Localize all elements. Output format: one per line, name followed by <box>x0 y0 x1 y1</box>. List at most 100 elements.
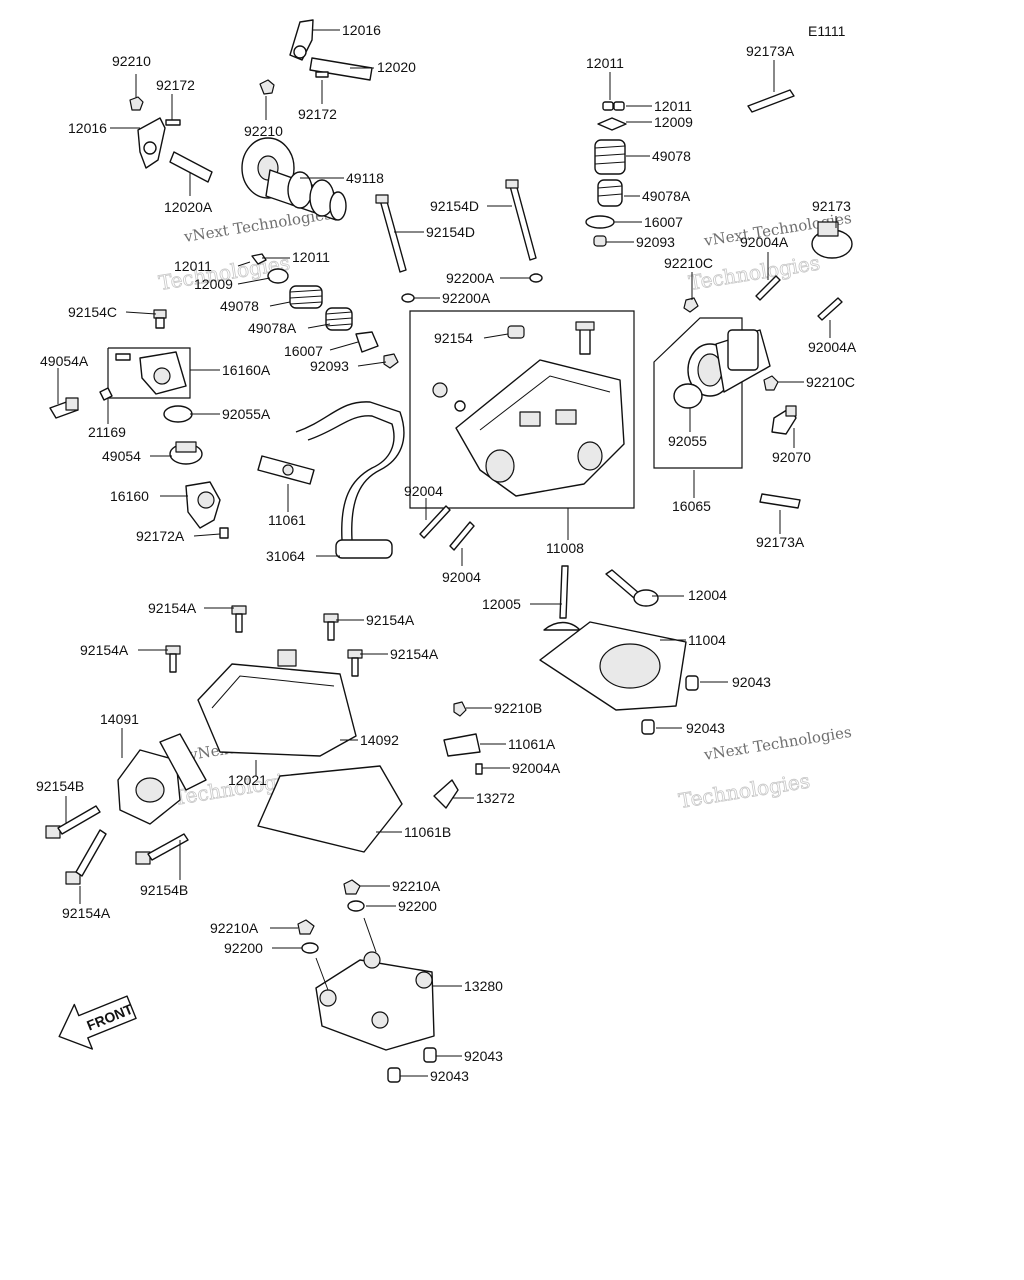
part-label: 12009 <box>194 276 233 292</box>
pin-92172-left <box>165 119 181 126</box>
part-label: 92154C <box>68 304 117 320</box>
part-label: 92200A <box>442 290 491 306</box>
part-label: 14091 <box>100 711 139 727</box>
nut-92210A-b <box>297 919 315 935</box>
spring-49078A-left <box>325 307 353 331</box>
part-label: 92154A <box>62 905 111 921</box>
clamp-92173A-top <box>747 89 795 113</box>
bolt-92154A-c <box>165 645 181 673</box>
oring-left <box>454 400 466 412</box>
pin-92172-top <box>315 71 329 78</box>
part-label: 92154A <box>390 646 439 662</box>
spring-49078-right <box>594 139 626 175</box>
part-label: 11061 <box>268 512 306 528</box>
hose-92004A-c <box>475 763 483 775</box>
oring-92055 <box>673 383 703 409</box>
hose-92004A-b <box>817 297 843 321</box>
hose-92004-b <box>449 521 475 551</box>
part-label: 92173A <box>746 43 795 59</box>
washer-92200A-left <box>401 293 415 303</box>
part-label: 92004A <box>740 234 789 250</box>
part-label: 11061B <box>404 824 451 840</box>
intake-pipe-16065 <box>687 329 771 397</box>
part-label: 92200 <box>224 940 263 956</box>
hose-92004A-a <box>755 275 781 301</box>
bolt-92154A-a <box>231 605 247 633</box>
spring-49078A-right <box>597 179 623 207</box>
sensor-92070 <box>771 405 797 435</box>
cylinder-head-11008 <box>455 359 625 497</box>
part-label: 16160 <box>110 488 149 504</box>
bolt-92154C <box>153 309 167 329</box>
washer-16007-right <box>585 215 615 229</box>
part-label: 13272 <box>476 790 515 806</box>
diagram-code: E1111 <box>808 23 846 39</box>
part-label: 12011 <box>174 258 212 274</box>
gasket-92055A <box>163 405 193 423</box>
bolt-92154B-b <box>135 833 189 865</box>
watermark-text: Technologies <box>677 769 811 813</box>
part-label: 92200A <box>446 270 495 286</box>
keepers-12011-right <box>602 101 625 111</box>
gasket-11061 <box>257 455 315 485</box>
valve-cover-14092 <box>197 649 357 757</box>
clamp-92173A-bottom <box>759 493 801 509</box>
gasket-11061A <box>443 733 481 757</box>
part-label: 92154 <box>434 330 473 346</box>
washer-16007-left <box>355 331 379 353</box>
part-label: 92172 <box>156 77 195 93</box>
part-label: 49078A <box>642 188 691 204</box>
rocker-shaft-12020A <box>169 151 213 183</box>
keeper-12011-left <box>251 253 267 265</box>
part-label: 92154A <box>148 600 197 616</box>
bolt-92154-head <box>507 325 525 339</box>
part-label: 16160A <box>222 362 271 378</box>
part-label: 12005 <box>482 596 521 612</box>
thermostat-cover-16160 <box>185 481 221 529</box>
dowel-92043-a <box>685 675 699 691</box>
part-label: 16007 <box>644 214 683 230</box>
part-label: 92172A <box>136 528 185 544</box>
cam-cover-14091 <box>117 749 181 825</box>
rocker-arm-12016-left <box>137 117 166 169</box>
stud-92154D-left <box>375 194 407 273</box>
part-labels: 12016 12020 92172 92210 92210 92172 1201… <box>36 22 857 1084</box>
part-label: 92004A <box>512 760 561 776</box>
part-label: 92210C <box>806 374 855 390</box>
part-label: 92043 <box>464 1048 503 1064</box>
part-label: 12021 <box>228 772 267 788</box>
gasket-12021 <box>159 733 207 791</box>
part-label: 92200 <box>398 898 437 914</box>
part-label: 49118 <box>346 170 384 186</box>
part-label: 92004 <box>442 569 481 585</box>
head-gasket-11004 <box>539 621 687 711</box>
part-label: 21169 <box>88 424 126 440</box>
part-label: 49078A <box>248 320 297 336</box>
part-label: 16007 <box>284 343 323 359</box>
washer-92200-b <box>301 942 319 954</box>
part-label: 92173 <box>812 198 851 214</box>
part-label: 49078 <box>652 148 691 164</box>
gasket-11061B <box>257 765 403 853</box>
stud-92154D-right <box>505 179 537 261</box>
part-label: 92043 <box>732 674 771 690</box>
valve-seal-12009-left <box>267 268 289 284</box>
part-label: 12004 <box>688 587 727 603</box>
part-label: 92210 <box>112 53 151 69</box>
bolt-92154A-b <box>323 613 339 641</box>
part-label: 13280 <box>464 978 503 994</box>
part-label: 49078 <box>220 298 259 314</box>
valve-guide-92093-left <box>383 353 399 369</box>
part-label: 11061A <box>508 736 556 752</box>
part-label: 16065 <box>672 498 711 514</box>
part-label: 92070 <box>772 449 811 465</box>
part-label: 92154A <box>366 612 415 628</box>
sensor-49054A <box>49 397 79 419</box>
part-label: 49054 <box>102 448 141 464</box>
nut-92210C-a <box>683 297 699 313</box>
part-label: 92055A <box>222 406 271 422</box>
part-label: 92210B <box>494 700 542 716</box>
spring-49078-left <box>289 285 323 309</box>
nut-92210-left <box>129 96 144 111</box>
